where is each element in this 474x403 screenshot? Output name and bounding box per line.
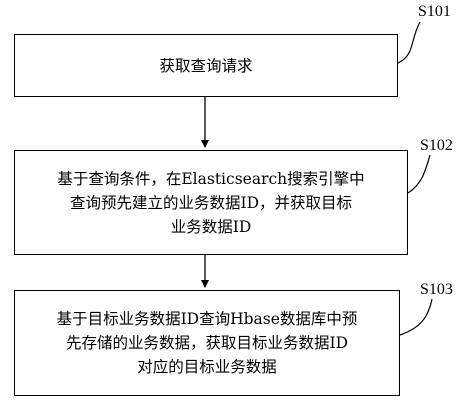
leader-s102 [407, 154, 431, 194]
step-text-s102: 基于查询条件，在Elasticsearch搜索引擎中 查询预先建立的业务数据ID… [57, 169, 365, 236]
step-label-s103: S103 [420, 281, 453, 298]
step-text-s101: 获取查询请求 [159, 56, 253, 75]
leader-s101 [397, 21, 421, 64]
leader-s103 [399, 298, 433, 336]
step-label-s101: S101 [418, 3, 451, 20]
step-text-s103: 基于目标业务数据ID查询Hbase数据库中预 先存储的业务数据，获取目标业务数据… [56, 310, 358, 376]
step-box-s101: 获取查询请求 [14, 34, 398, 97]
step-label-s102: S102 [420, 137, 453, 154]
step-box-s102: 基于查询条件，在Elasticsearch搜索引擎中 查询预先建立的业务数据ID… [14, 150, 408, 255]
step-box-s103: 基于目标业务数据ID查询Hbase数据库中预 先存储的业务数据，获取目标业务数据… [14, 290, 400, 396]
